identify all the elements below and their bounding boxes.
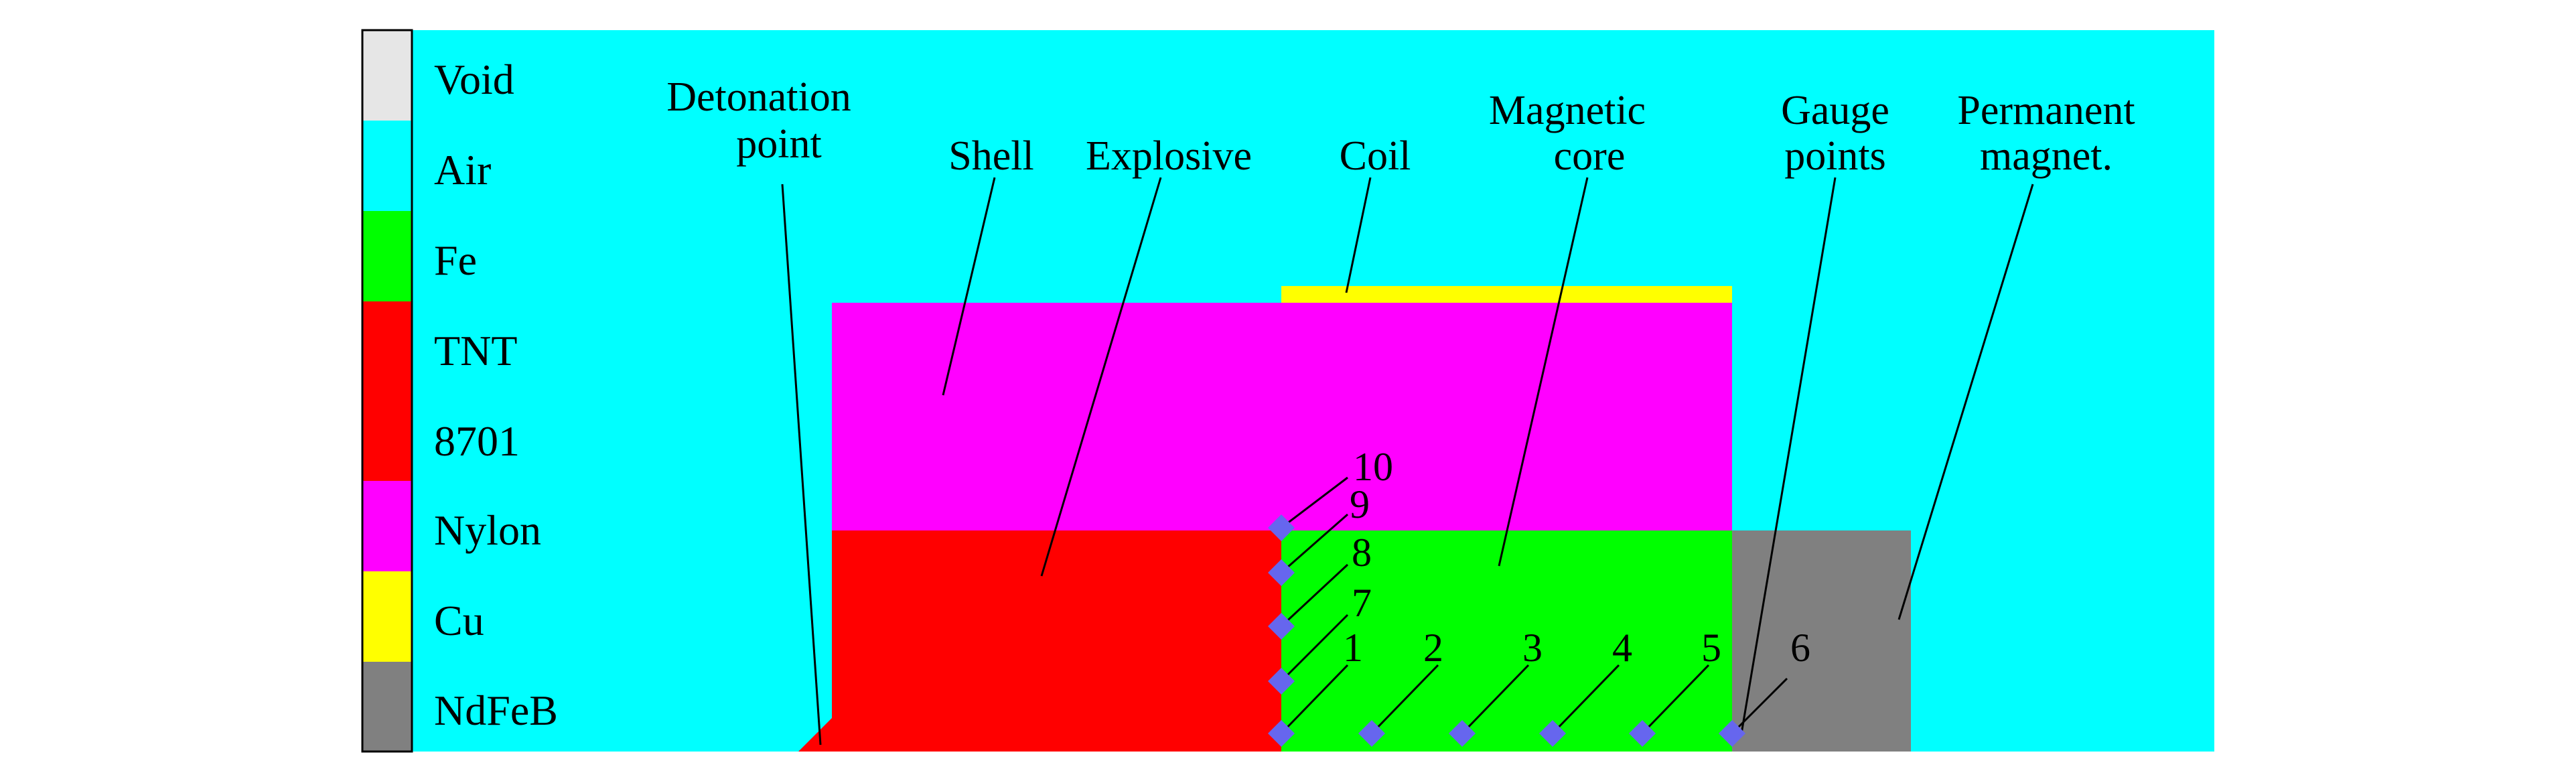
gauge-6-label: 6 <box>1790 626 1810 670</box>
gauge-10-marker <box>1268 514 1295 541</box>
shell-leader <box>942 177 996 396</box>
legend-swatch-tnt <box>362 301 412 392</box>
gauge-8-leader <box>1280 563 1349 628</box>
legend-label-cu: Cu <box>434 597 484 644</box>
gauge-5-label: 5 <box>1701 626 1721 670</box>
gauge-1-marker <box>1268 720 1295 747</box>
gauge-8-label: 8 <box>1352 530 1372 575</box>
legend-swatch-air <box>362 121 412 211</box>
gauge-5-leader <box>1641 664 1710 735</box>
legend-swatch-fe <box>362 211 412 301</box>
gauge-9-leader <box>1281 513 1348 574</box>
gauge-6-marker <box>1719 720 1745 747</box>
detonation-point-wedge <box>798 718 832 752</box>
core-leader <box>1498 177 1589 567</box>
gauge-2-marker <box>1358 720 1385 747</box>
gauge-1-label: 1 <box>1343 626 1363 670</box>
legend-swatch-cu <box>362 571 412 662</box>
legend-label-air: Air <box>434 146 491 194</box>
gauge-2-leader <box>1370 664 1439 735</box>
explosive-leader <box>1040 177 1162 577</box>
coil-label: Coil <box>1340 133 1411 179</box>
legend-swatch-8701 <box>362 392 412 481</box>
gauge-6-leader <box>1731 677 1788 735</box>
nylon-shell <box>832 303 1732 530</box>
legend-label-void: Void <box>434 56 514 103</box>
gauge-4-marker <box>1539 720 1566 747</box>
legend: Void Air Fe TNT 8701 Nylon Cu NdFeB <box>361 29 558 753</box>
legend-swatch-nylon <box>362 481 412 571</box>
permanent-magnet <box>1732 530 1911 752</box>
detonation-label-line1: Detonation <box>666 74 851 120</box>
legend-label-8701: 8701 <box>434 417 520 465</box>
magnet-label-line2: magnet. <box>1980 133 2113 179</box>
gauge-1-leader <box>1280 664 1349 735</box>
gauge-9-marker <box>1268 559 1295 586</box>
explosive-region <box>832 530 1281 752</box>
coil-leader <box>1345 177 1372 293</box>
gauge-5-marker <box>1629 720 1656 747</box>
magnetic-core <box>1281 530 1732 752</box>
explosive-label: Explosive <box>1086 133 1252 179</box>
gauge-4-label: 4 <box>1612 626 1632 670</box>
gauge-label-line2: points <box>1784 133 1886 179</box>
gauge-8-marker <box>1268 613 1295 640</box>
core-label-line2: core <box>1554 133 1626 179</box>
copper-coil <box>1281 286 1732 303</box>
legend-label-tnt: TNT <box>434 327 517 374</box>
detonation-label-line2: point <box>736 121 821 167</box>
gauge-2-label: 2 <box>1423 626 1443 670</box>
gauge-3-marker <box>1449 720 1476 747</box>
magnet-leader <box>1898 184 2034 620</box>
legend-label-fe: Fe <box>434 236 477 284</box>
detonation-leader <box>781 184 822 745</box>
gauge-points: 1 2 3 4 5 6 7 8 9 10 <box>1268 445 1810 747</box>
legend-swatch-ndfeb <box>362 662 412 752</box>
gauge-10-leader <box>1281 476 1348 529</box>
gauge-3-label: 3 <box>1522 626 1543 670</box>
gauge-9-label: 9 <box>1350 482 1370 526</box>
gauge-7-label: 7 <box>1352 581 1372 625</box>
shell-label: Shell <box>948 133 1033 179</box>
gauge-label-line1: Gauge <box>1781 88 1889 133</box>
legend-label-nylon: Nylon <box>434 506 541 554</box>
gauge-4-leader <box>1551 664 1620 735</box>
legend-swatch-void <box>362 30 412 121</box>
gauge-10-label: 10 <box>1353 445 1393 489</box>
gauge-leader <box>1740 177 1837 734</box>
magnet-label-line1: Permanent <box>1957 88 2135 133</box>
core-label-line1: Magnetic <box>1489 88 1646 133</box>
legend-label-ndfeb: NdFeB <box>434 687 558 734</box>
gauge-3-leader <box>1461 664 1530 735</box>
gauge-7-leader <box>1280 614 1349 683</box>
gauge-7-marker <box>1268 668 1295 695</box>
legend-frame <box>361 29 413 753</box>
